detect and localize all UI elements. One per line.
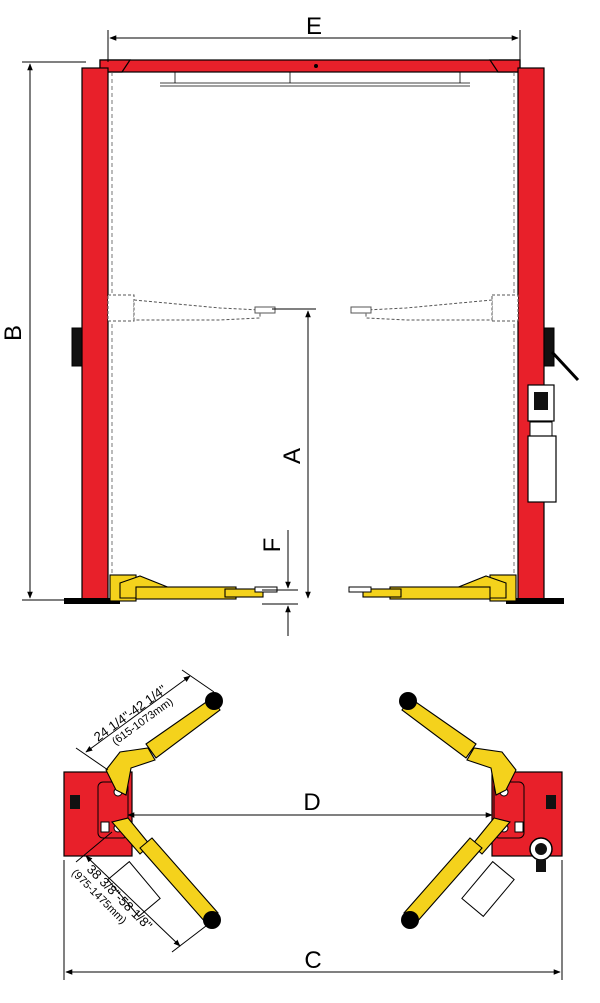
dimension-d: D [127,789,493,818]
raised-arms-left [107,294,276,322]
dimension-f: F [259,530,298,636]
raised-arms-right [350,294,519,322]
dimension-label-a: A [279,448,306,464]
dimension-c: C [63,860,563,980]
arm-right-upper [399,692,517,796]
dimension-label-e: E [306,13,322,40]
dimension-label-f: F [259,538,286,553]
arm-right-lower [401,817,515,929]
lowered-arm-left [109,574,278,602]
lowered-arm-right [348,574,517,602]
dimension-label-d: D [303,789,320,816]
overhead-beam [99,59,521,87]
dimension-e: E [107,13,521,62]
power-unit [527,384,557,503]
dimension-b: B [0,61,86,601]
dimension-a: A [272,308,316,599]
dimension-label-b: B [0,325,27,341]
left-post [64,67,120,604]
right-post [506,67,580,604]
dimension-label-c: C [304,947,321,974]
plan-view: D C 24 1/4"-42 1/4" (615-1073mm) 38 3/ [63,669,563,980]
front-elevation-view: E B A F [0,13,580,636]
